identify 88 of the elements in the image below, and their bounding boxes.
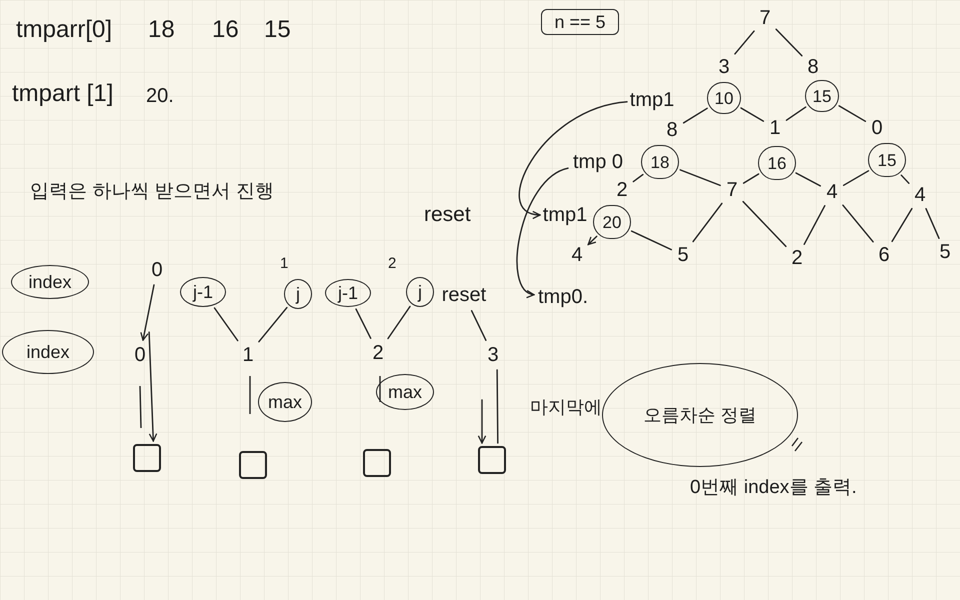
handwritten-text: 5 [674, 244, 692, 266]
handwritten-note: 0번째 index를 출력. [690, 478, 857, 497]
circled-number: 15 [805, 80, 839, 112]
connector-line [258, 306, 288, 342]
arrow [518, 101, 628, 218]
handwritten-note: tmparr[0] [16, 18, 112, 42]
circled-label: index [11, 265, 89, 299]
handwritten-text: 0 [131, 343, 149, 367]
empty-square [363, 449, 391, 477]
connector-line [632, 174, 644, 182]
connector-line [355, 308, 372, 339]
circled-number: 15 [868, 143, 906, 177]
connector-line [804, 205, 826, 245]
circled-label: 오름차순 정렬 [602, 363, 798, 467]
connector-line [742, 173, 760, 184]
connector-line [214, 307, 238, 342]
handwritten-note: 15 [264, 18, 291, 42]
handwritten-text: tmp 0 [568, 149, 628, 175]
circled-number: 18 [641, 145, 679, 179]
connector-line [682, 108, 708, 124]
connector-line [630, 230, 672, 250]
handwritten-text: tmp1 [540, 202, 590, 228]
handwritten-text: 4 [568, 244, 586, 266]
connector-line [838, 105, 866, 122]
circled-number: 16 [758, 146, 796, 180]
handwritten-text: 3 [715, 56, 733, 78]
handwritten-text: 0 [868, 117, 886, 139]
handwritten-text: 3 [484, 343, 502, 367]
handwritten-note: 1 [280, 256, 288, 271]
handwritten-text: 4 [823, 181, 841, 203]
circled-label: max [376, 374, 434, 410]
handwritten-text: 6 [875, 244, 893, 266]
connector-line [775, 28, 803, 56]
handwritten-note: 16 [212, 18, 239, 42]
handwritten-note: 입력은 하나씩 받으면서 진행 [30, 182, 274, 201]
handwritten-text: 5 [936, 241, 954, 263]
connector-line [387, 306, 411, 340]
connector-line [786, 106, 806, 121]
connector-line [900, 174, 910, 184]
arrow [148, 332, 158, 442]
handwritten-text: 1 [239, 343, 257, 367]
connector-line [891, 208, 913, 242]
handwritten-text: 4 [911, 184, 929, 206]
circled-number: 10 [707, 82, 741, 114]
connector-line [925, 208, 940, 239]
handwritten-text: 2 [613, 179, 631, 201]
connector-line [470, 310, 487, 341]
circled-label: index [2, 330, 94, 374]
arrow [478, 399, 486, 444]
circled-label: j-1 [325, 279, 371, 307]
handwritten-note: 18 [148, 18, 175, 42]
handwritten-note: reset [424, 204, 471, 225]
handwritten-text: 0 [148, 258, 166, 282]
handwritten-note: 20. [146, 86, 174, 106]
empty-square [478, 446, 506, 474]
handwritten-note: 마지막에 [530, 398, 602, 416]
handwritten-text: 8 [663, 119, 681, 141]
circled-number: 20 [593, 205, 631, 239]
circled-label: j [406, 277, 434, 307]
handwritten-text: 2 [369, 341, 387, 365]
handwritten-text: 8 [804, 56, 822, 78]
arrow [140, 284, 155, 341]
arrow [588, 236, 598, 246]
connector-line [742, 200, 787, 248]
boxed-note: n == 5 [541, 9, 619, 35]
circled-label: j-1 [180, 277, 226, 307]
handwritten-text: tmp1 [627, 87, 677, 113]
connector-line [842, 170, 870, 186]
handwritten-text: 2 [788, 247, 806, 269]
handwritten-note: tmpart [1] [12, 82, 114, 106]
connector-line [692, 202, 723, 242]
handwritten-note: 2 [388, 256, 396, 271]
arrow [516, 168, 569, 296]
handwritten-text: tmp0. [534, 284, 592, 310]
handwritten-text: 7 [723, 179, 741, 201]
empty-square [239, 451, 267, 479]
handwritten-text: 1 [766, 117, 784, 139]
handwritten-text: reset [436, 282, 492, 308]
circled-label: j [284, 279, 312, 309]
circled-label: max [258, 382, 312, 422]
handwritten-text: 7 [756, 7, 774, 29]
connector-line [734, 30, 755, 55]
connector-line [842, 204, 874, 242]
connector-line [680, 169, 721, 186]
connector-line [740, 107, 764, 122]
connector-line [795, 172, 821, 187]
connector-line [496, 369, 498, 444]
empty-square [133, 444, 161, 472]
